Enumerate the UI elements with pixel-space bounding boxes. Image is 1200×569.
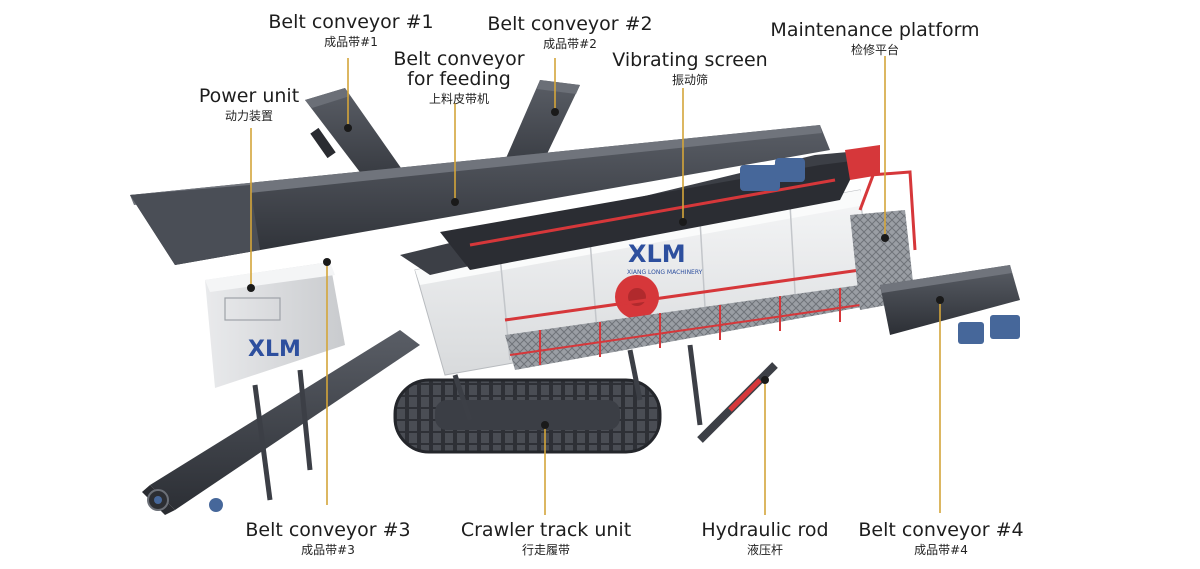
label-belt-conveyor-4: Belt conveyor #4 成品带#4 — [858, 520, 1023, 558]
label-crawler-zh: 行走履带 — [521, 543, 571, 557]
belt-conveyor-3-body — [142, 330, 420, 515]
label-belt-conveyor-1-en: Belt conveyor #1 — [268, 11, 434, 33]
label-belt-conveyor-3: Belt conveyor #3 成品带#3 — [245, 520, 410, 558]
label-belt-conveyor-2-zh: 成品带#2 — [543, 37, 597, 51]
label-feeding-en-line1: Belt conveyor — [393, 48, 525, 70]
label-maintenance-en: Maintenance platform — [770, 19, 980, 41]
motor-3 — [958, 322, 984, 344]
logo-mark-power: XLM — [248, 337, 301, 362]
label-vibrating-screen: Vibrating screen 振动筛 — [612, 50, 767, 88]
label-maintenance-platform: Maintenance platform 检修平台 — [770, 20, 979, 58]
label-belt-conveyor-3-zh: 成品带#3 — [301, 543, 355, 557]
label-maintenance-zh: 检修平台 — [850, 43, 900, 57]
anchor-dots — [247, 108, 944, 429]
label-hydraulic-rod: Hydraulic rod 液压杆 — [701, 520, 828, 558]
screen-frame — [400, 145, 880, 275]
label-power-unit-zh: 动力装置 — [224, 109, 273, 123]
label-belt-conveyor-2: Belt conveyor #2 成品带#2 — [487, 14, 652, 52]
motor-1 — [740, 165, 780, 191]
motor-2 — [775, 158, 805, 182]
dot-vibrating-screen — [679, 218, 687, 226]
label-belt-conveyor-3-en: Belt conveyor #3 — [245, 519, 411, 541]
logo-subtitle: XIANG LONG MACHINERY — [627, 269, 703, 276]
dot-belt-conveyor-4 — [936, 296, 944, 304]
label-power-unit: Power unit 动力装置 — [199, 86, 299, 124]
label-hydraulic-en: Hydraulic rod — [701, 519, 829, 541]
label-crawler-en: Crawler track unit — [460, 519, 632, 541]
support-legs — [252, 344, 703, 501]
label-feeding-zh: 上料皮带机 — [428, 92, 489, 106]
motor-4 — [990, 315, 1020, 339]
dot-belt-conveyor-2 — [551, 108, 559, 116]
crawler-track-body — [393, 378, 662, 454]
dot-belt-conveyor-3 — [323, 258, 331, 266]
dot-hydraulic — [761, 376, 769, 384]
power-unit-body: XLM — [205, 262, 345, 388]
logo-mark-screen: XLM — [628, 240, 686, 268]
dot-belt-conveyor-1 — [344, 124, 352, 132]
label-vibrating-screen-en: Vibrating screen — [612, 49, 768, 71]
label-belt-conveyor-2-en: Belt conveyor #2 — [487, 13, 653, 35]
label-belt-conveyor-1: Belt conveyor #1 成品带#1 — [268, 12, 433, 50]
label-hydraulic-zh: 液压杆 — [746, 543, 783, 557]
label-belt-conveyor-4-zh: 成品带#4 — [914, 543, 968, 557]
label-belt-conveyor-4-en: Belt conveyor #4 — [858, 519, 1024, 541]
dot-crawler — [541, 421, 549, 429]
leader-lines — [250, 56, 941, 515]
label-power-unit-en: Power unit — [198, 85, 300, 107]
feeding-conveyor-body — [130, 125, 830, 265]
label-feeding-en-line2: for feeding — [407, 68, 511, 90]
belt-conveyor-4-body — [880, 265, 1020, 344]
label-vibrating-screen-zh: 振动筛 — [671, 73, 708, 87]
dot-maintenance — [881, 234, 889, 242]
label-belt-conveyor-1-zh: 成品带#1 — [324, 35, 378, 49]
label-belt-conveyor-feeding: Belt conveyor for feeding 上料皮带机 — [393, 49, 524, 107]
dot-feeding — [451, 198, 459, 206]
dot-power-unit — [247, 284, 255, 292]
label-crawler-track-unit: Crawler track unit 行走履带 — [461, 520, 631, 558]
